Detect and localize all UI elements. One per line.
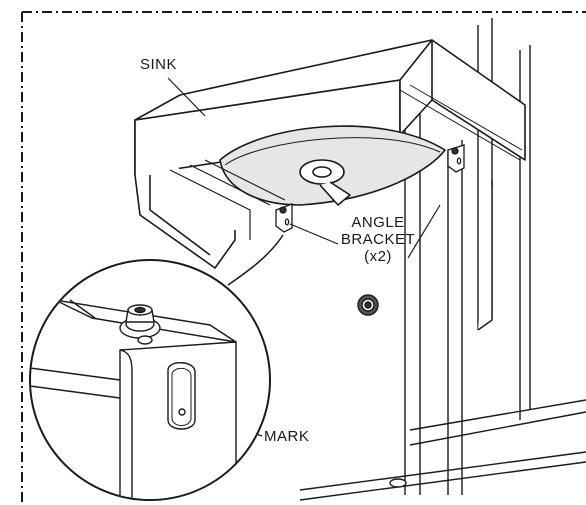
angle-bracket-label-line1: ANGLE — [351, 214, 405, 231]
angle-bracket-label: ANGLE BRACKET (x2) — [328, 214, 428, 265]
wall-bolt — [357, 294, 379, 316]
angle-bracket-left — [275, 203, 293, 233]
mark-label: MARK — [264, 428, 310, 445]
angle-bracket-qty: (x2) — [364, 248, 392, 265]
dashdot-frame — [21, 11, 586, 505]
wall-frame — [299, 18, 586, 501]
angle-bracket-right — [447, 144, 465, 173]
callout-connector — [227, 234, 284, 286]
sink — [134, 39, 526, 269]
angle-bracket-label-line2: BRACKET — [340, 231, 416, 248]
detail-circle — [29, 259, 271, 501]
sink-label: SINK — [140, 56, 178, 73]
